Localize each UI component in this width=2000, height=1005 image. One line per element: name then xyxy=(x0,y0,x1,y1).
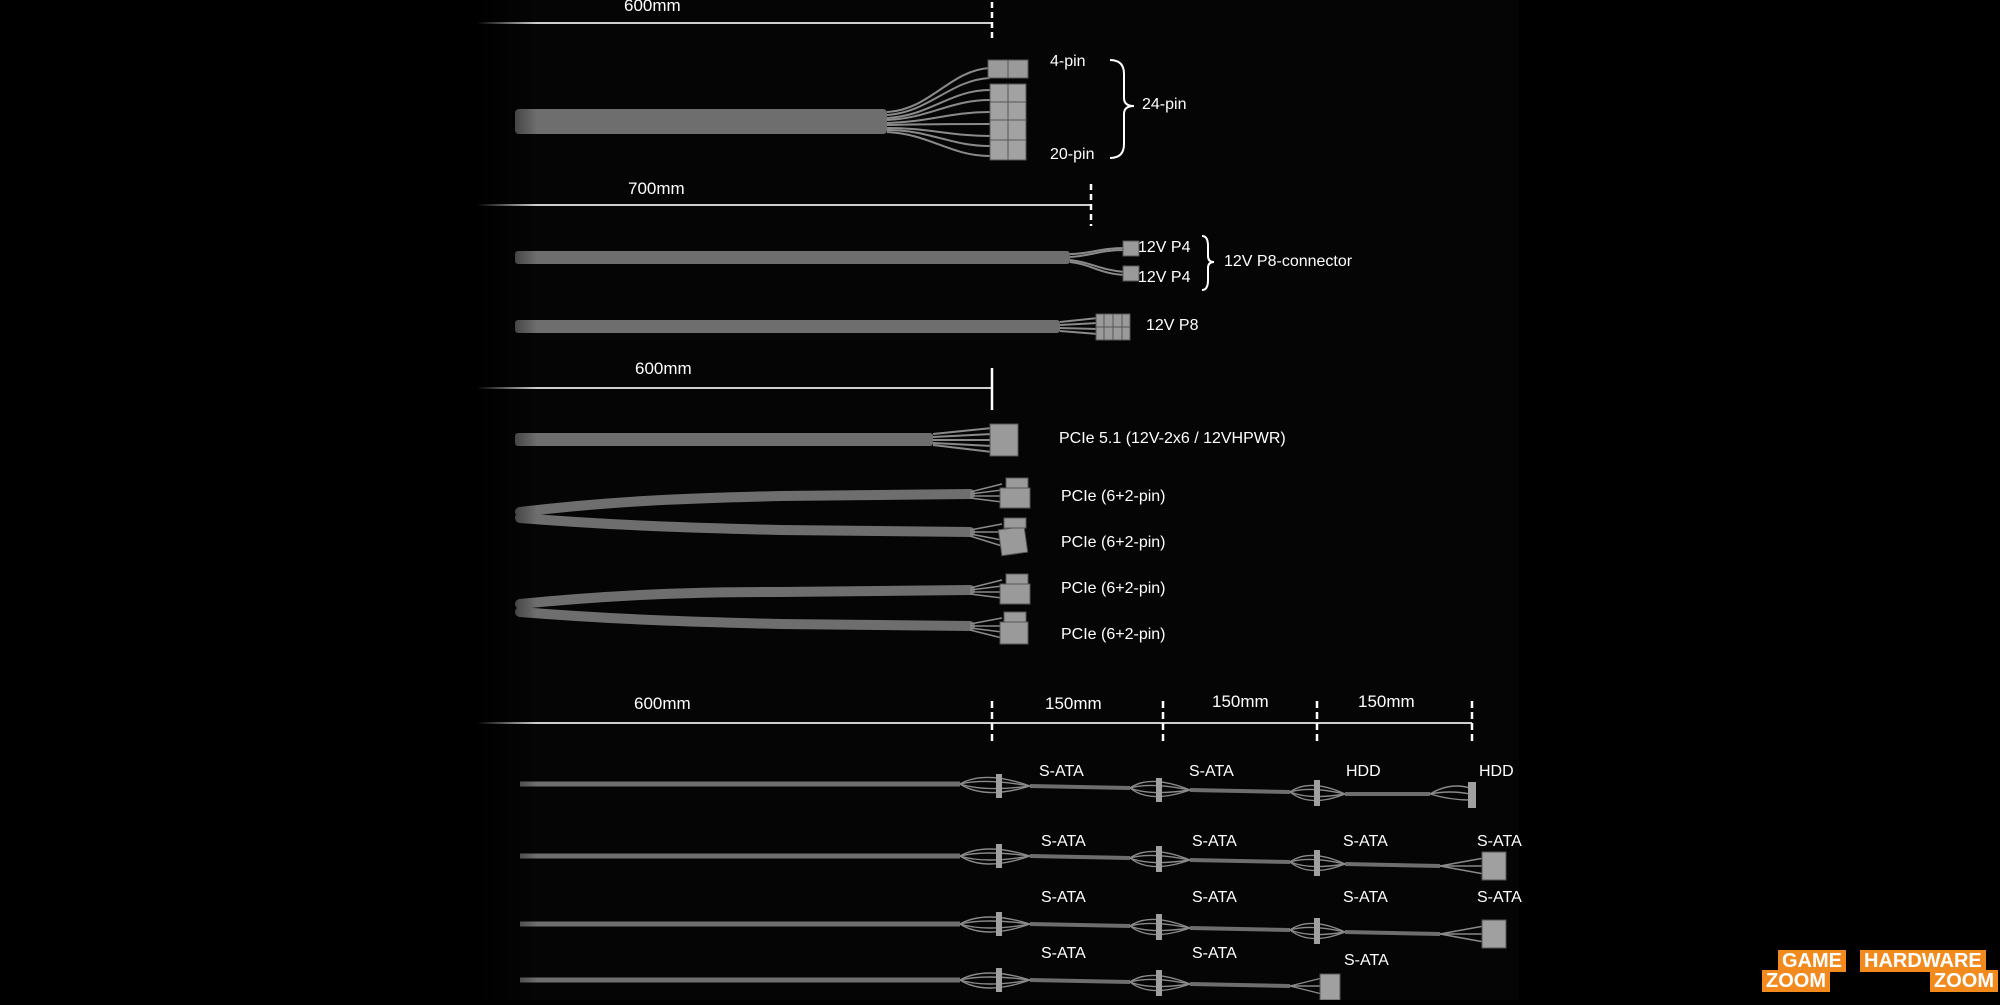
cpu-p4-connector-top xyxy=(1122,240,1140,257)
cpu-p8-wires xyxy=(1059,317,1099,335)
connector-label-20pin: 20-pin xyxy=(1050,146,1095,163)
sata-r2-label-1: S-ATA xyxy=(1041,833,1086,850)
atx-brace xyxy=(1109,59,1135,159)
sata-r3-label-1: S-ATA xyxy=(1041,889,1086,906)
section-atx xyxy=(477,2,1135,161)
pcie-wires-1 xyxy=(969,483,1003,547)
cable-fade-overlay xyxy=(477,0,537,1000)
section-cpu xyxy=(477,184,1215,341)
gamezoom-logo-line1: GAME xyxy=(1778,950,1846,972)
sata-row-1 xyxy=(520,774,1476,808)
pcie-connector-2-plus2 xyxy=(1003,517,1027,529)
dimension-label-sata-150-3: 150mm xyxy=(1358,692,1415,711)
atx-connector-grid xyxy=(990,60,1026,160)
sata-r2-label-3: S-ATA xyxy=(1343,833,1388,850)
sata-r1-label-1: S-ATA xyxy=(1039,763,1084,780)
cpu-split-cable-sheath xyxy=(515,251,1070,264)
pcie-wires-2 xyxy=(969,579,1003,639)
dimension-label-sata-600: 600mm xyxy=(634,694,691,713)
cpu-split-wires xyxy=(1069,247,1126,276)
hardwarezoom-logo-line1: HARDWARE xyxy=(1860,950,1986,972)
sata-r4-label-3: S-ATA xyxy=(1344,952,1389,969)
dimension-label-pcie: 600mm xyxy=(635,359,692,378)
pcie5-cable-sheath xyxy=(515,433,933,446)
sata-r3-label-2: S-ATA xyxy=(1192,889,1237,906)
cpu-p4-connector-bottom xyxy=(1122,265,1140,282)
hardwarezoom-logo-line2: ZOOM xyxy=(1930,970,1998,992)
dimension-label-sata-150-1: 150mm xyxy=(1045,694,1102,713)
connector-label-pcie-2: PCIe (6+2-pin) xyxy=(1061,534,1166,551)
connector-label-12v-p8: 12V P8 xyxy=(1146,317,1199,334)
cpu-p8-grid xyxy=(1096,314,1130,340)
connector-label-pcie-1: PCIe (6+2-pin) xyxy=(1061,488,1166,505)
pcie-cable-4 xyxy=(515,607,975,631)
hdd-molex-connector xyxy=(1468,782,1476,808)
atx-wires xyxy=(886,67,991,157)
pcie-connector-2 xyxy=(997,525,1029,557)
pcie-connector-1 xyxy=(999,487,1031,509)
sata-end-connector xyxy=(1481,851,1507,881)
pcie-connector-1-plus2 xyxy=(1005,477,1029,489)
pcie-connector-3-plus2 xyxy=(1005,573,1029,585)
connector-label-12v-p4-bottom: 12V P4 xyxy=(1138,269,1191,286)
pcie5-wires xyxy=(932,427,993,453)
pcie-cable-2 xyxy=(515,513,975,537)
sata-row-3 xyxy=(520,912,1507,949)
sata-row-2 xyxy=(520,844,1507,881)
sata-r3-label-3: S-ATA xyxy=(1343,889,1388,906)
pcie-cable-1 xyxy=(515,489,975,517)
connector-label-4pin: 4-pin xyxy=(1050,53,1086,70)
dimension-label-cpu: 700mm xyxy=(628,179,685,198)
pcie-connector-4-plus2 xyxy=(1003,611,1027,623)
hdd-r1-label-4: HDD xyxy=(1479,763,1514,780)
sata-end-connector xyxy=(1481,919,1507,949)
section-pcie xyxy=(477,368,1031,645)
connector-label-pcie5: PCIe 5.1 (12V-2x6 / 12VHPWR) xyxy=(1059,430,1286,447)
pcie-connector-4 xyxy=(999,621,1029,645)
sata-end-connector xyxy=(1319,973,1341,1001)
group-label-24pin: 24-pin xyxy=(1142,96,1187,113)
connector-label-pcie-3: PCIe (6+2-pin) xyxy=(1061,580,1166,597)
sata-r3-label-4: S-ATA xyxy=(1477,889,1522,906)
pcie5-connector xyxy=(989,423,1019,457)
gamezoom-logo-line2: ZOOM xyxy=(1762,970,1830,992)
sata-r2-label-2: S-ATA xyxy=(1192,833,1237,850)
cpu-brace xyxy=(1201,235,1215,291)
connector-label-pcie-4: PCIe (6+2-pin) xyxy=(1061,626,1166,643)
dimension-label-sata-150-2: 150mm xyxy=(1212,692,1269,711)
section-sata xyxy=(477,701,1507,1001)
sata-r4-label-2: S-ATA xyxy=(1192,945,1237,962)
connector-label-12v-p4-top: 12V P4 xyxy=(1138,239,1191,256)
atx-cable-sheath xyxy=(515,109,887,134)
hdd-r1-label-3: HDD xyxy=(1346,763,1381,780)
sata-r4-label-1: S-ATA xyxy=(1041,945,1086,962)
dimension-label-atx: 600mm xyxy=(624,0,681,15)
cpu-p8-cable-sheath xyxy=(515,320,1060,333)
group-label-12v-p8-connector: 12V P8-connector xyxy=(1224,253,1353,270)
sata-r1-label-2: S-ATA xyxy=(1189,763,1234,780)
sata-r2-label-4: S-ATA xyxy=(1477,833,1522,850)
pcie-cable-3 xyxy=(515,585,975,609)
pcie-connector-3 xyxy=(999,583,1031,605)
